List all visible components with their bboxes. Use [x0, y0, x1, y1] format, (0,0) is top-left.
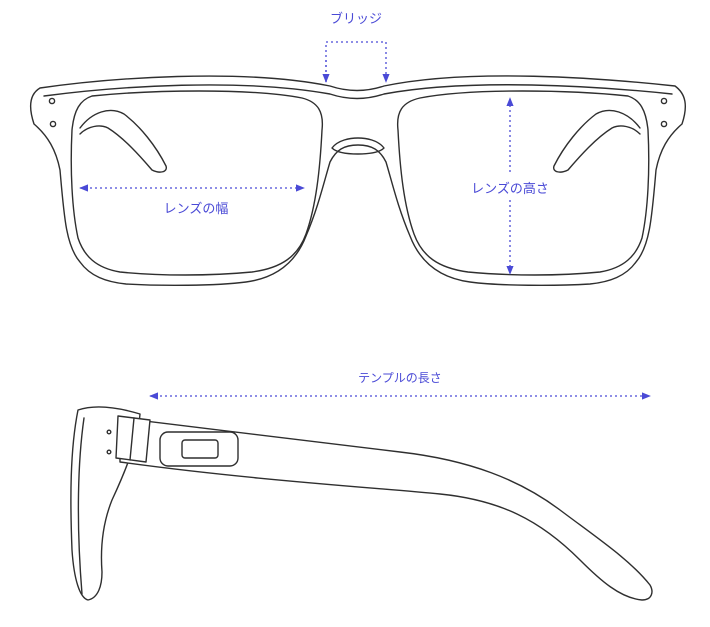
right-lens	[396, 90, 650, 276]
side-frame-inner	[77, 417, 85, 595]
side-rivet-bottom	[106, 449, 112, 455]
temple-arm	[119, 417, 653, 601]
bridge-dimension: ブリッジ	[322, 11, 390, 83]
right-rivet-bottom	[660, 120, 668, 128]
left-lens	[70, 90, 324, 276]
bridge-label: ブリッジ	[330, 11, 382, 27]
side-view: テンプルの長さ	[70, 371, 653, 601]
temple-length-dimension: テンプルの長さ	[149, 371, 651, 400]
temple-length-label: テンプルの長さ	[358, 371, 442, 385]
front-brow-line	[43, 84, 673, 100]
right-temple-inner	[553, 109, 641, 173]
lens-height-dimension: レンズの高さ	[471, 97, 549, 275]
left-rivet-bottom	[49, 120, 57, 128]
side-rivet-top	[106, 429, 112, 435]
lens-height-label: レンズの高さ	[471, 181, 549, 197]
nose-bridge	[331, 137, 385, 155]
hinge-seam	[129, 417, 135, 461]
right-rivet-top	[660, 97, 668, 105]
temple-logo-icon	[181, 439, 219, 459]
lens-width-label: レンズの幅	[164, 201, 229, 217]
left-rivet-top	[48, 97, 56, 105]
hinge-block	[115, 415, 151, 463]
front-view: ブリッジ レンズの幅 レンズの高さ	[29, 11, 687, 286]
lens-width-dimension: レンズの幅	[79, 184, 305, 217]
left-temple-inner	[79, 109, 167, 173]
bridge-dimension-bracket	[325, 41, 390, 83]
